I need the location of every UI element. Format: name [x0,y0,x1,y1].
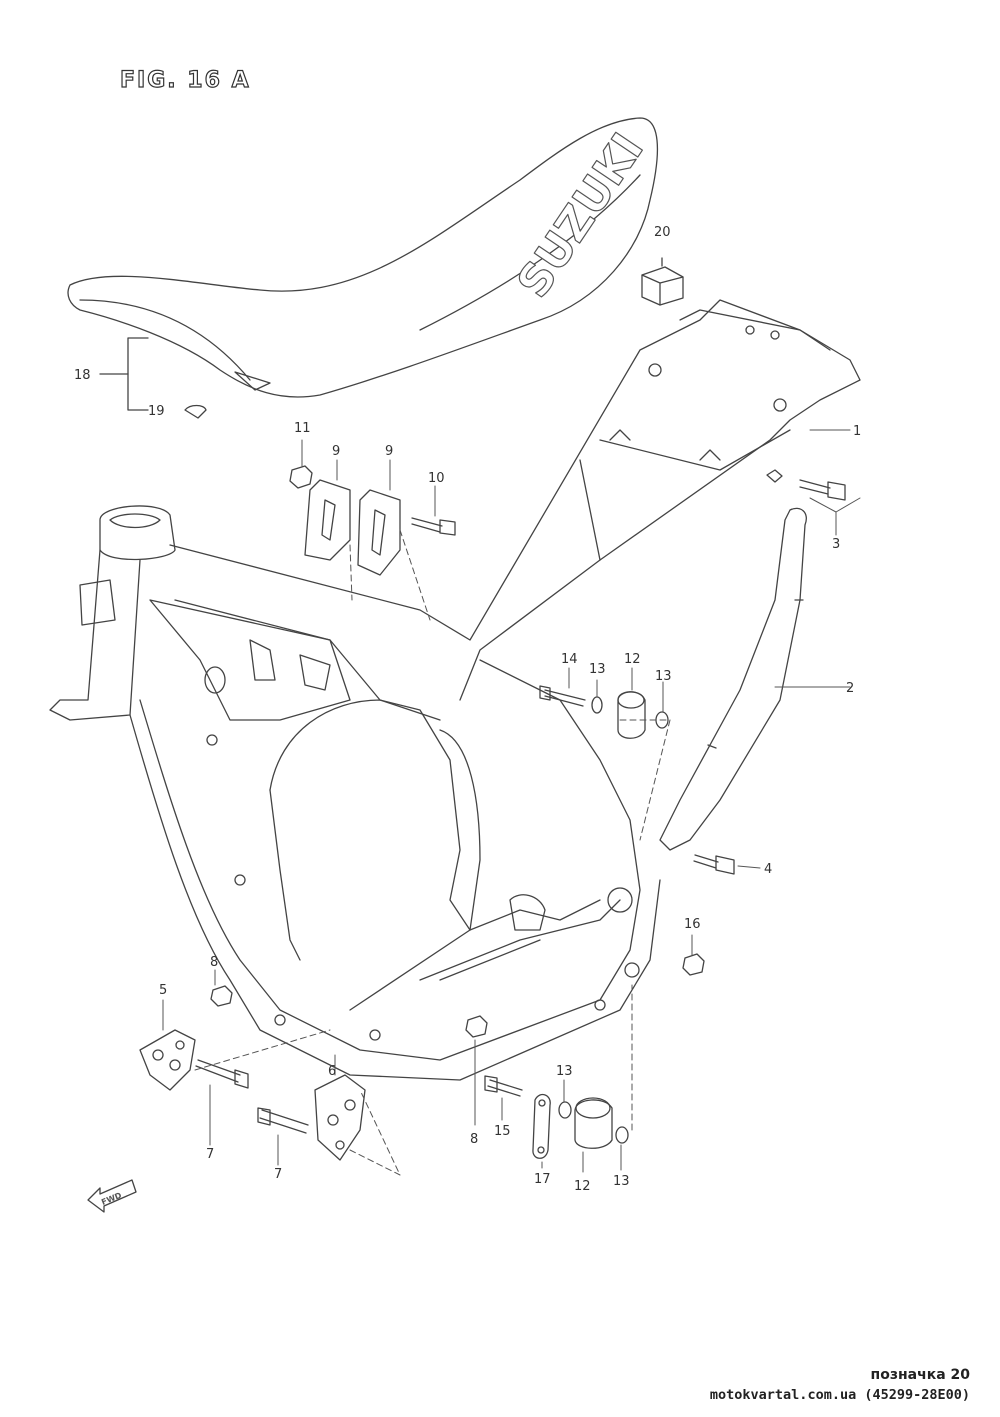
part-label-1: 1 [853,424,861,439]
part-label-9b: 9 [385,444,393,459]
rubber-block-20[interactable] [641,257,684,306]
bolt-3[interactable] [766,469,846,501]
bolt-15[interactable] [484,1075,523,1097]
seat-brand-text: SUZUKI [508,124,654,306]
part-label-18: 18 [74,368,91,383]
part-label-13c: 13 [556,1064,573,1079]
bracket-9-left[interactable] [304,479,351,561]
part-label-13d: 13 [613,1174,630,1189]
part-label-13b: 13 [655,669,672,684]
part-label-16: 16 [684,917,701,932]
link-17[interactable] [532,1093,551,1159]
part-label-5: 5 [159,983,167,998]
part-label-20: 20 [654,225,671,240]
seat[interactable]: SUZUKI [67,117,658,398]
bolt-7-left[interactable] [195,1059,249,1089]
part-label-3: 3 [832,537,840,552]
figure-title: FIG. 16 A [119,67,251,93]
leader-lines [162,429,861,1176]
part-label-14: 14 [561,652,578,667]
part-label-10: 10 [428,471,445,486]
part-label-8a: 8 [210,955,218,970]
washer-13-lower-right[interactable] [615,1126,629,1144]
part-label-8b: 8 [470,1132,478,1147]
bolt-10[interactable] [411,517,456,536]
nut-11[interactable] [289,465,313,489]
engine-mount-plate-6[interactable] [314,1074,366,1161]
washer-13-lower-left[interactable] [558,1101,572,1119]
bracket-9-right[interactable] [357,489,401,576]
part-label-4: 4 [764,862,772,877]
part-label-9a: 9 [332,444,340,459]
part-label-7b: 7 [274,1167,282,1182]
bushing-12-upper[interactable] [617,691,646,739]
nut-8-left[interactable] [210,985,233,1007]
front-direction-arrow: FWD [87,1179,137,1213]
part-label-2: 2 [846,681,854,696]
washer-13-upper-left[interactable] [591,696,603,714]
part-label-7a: 7 [206,1147,214,1162]
footer-site[interactable]: motokvartal.com.ua (45299-28E00) [709,1387,970,1403]
seat-fastener-19[interactable] [184,404,207,419]
part-label-12a: 12 [624,652,641,667]
nut-16[interactable] [682,953,705,976]
part-label-15: 15 [494,1124,511,1139]
part-label-19: 19 [148,404,165,419]
part-label-13a: 13 [589,662,606,677]
seat-callout-bracket [99,337,149,411]
part-label-12b: 12 [574,1179,591,1194]
bushing-12-lower[interactable] [574,1097,613,1149]
rear-support-bar-2[interactable] [659,507,807,851]
part-label-17: 17 [534,1172,551,1187]
bolt-7-right[interactable] [257,1107,309,1134]
footer-reference: позначка 20 [870,1367,970,1383]
part-label-6: 6 [328,1064,336,1079]
engine-mount-plate-5[interactable] [139,1029,196,1091]
part-label-11: 11 [294,421,311,436]
main-frame[interactable] [49,299,861,1081]
bolt-14[interactable] [539,685,586,707]
bolt-4[interactable] [693,854,735,875]
nut-8-lower[interactable] [465,1015,488,1038]
